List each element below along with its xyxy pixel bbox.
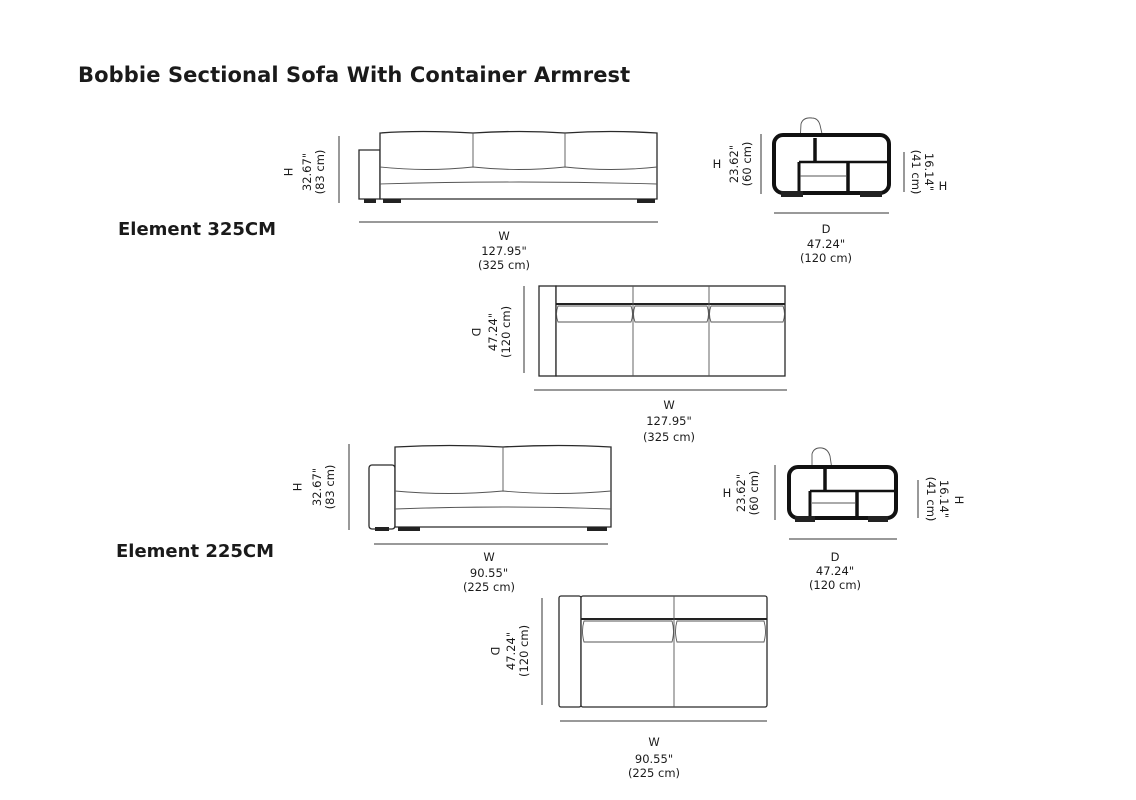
- width-inches: 90.55": [635, 752, 673, 766]
- height-cm: (60 cm): [740, 142, 754, 187]
- width-letter: W: [663, 398, 674, 412]
- depth-cm: (120 cm): [800, 251, 852, 265]
- height-letter: H: [723, 486, 732, 500]
- top-view-325: D 47.24" (120 cm) W 127.95" (325 cm): [469, 285, 787, 444]
- back-cushion: [709, 305, 785, 323]
- height-cm: (60 cm): [747, 471, 761, 516]
- depth-letter: D: [831, 550, 840, 564]
- width-cm: (325 cm): [478, 258, 530, 272]
- width-letter: W: [498, 229, 509, 243]
- depth-inches: 47.24": [504, 632, 518, 670]
- sofa-body-front: [379, 130, 658, 200]
- depth-inches: 47.24": [816, 564, 854, 578]
- width-cm: (325 cm): [643, 430, 695, 444]
- foot: [587, 527, 607, 531]
- armrest-top: [538, 285, 557, 377]
- depth-inches: 47.24": [807, 237, 845, 251]
- foot: [868, 516, 888, 522]
- armrest-front: [358, 149, 381, 200]
- base-line: [379, 181, 658, 185]
- width-cm: (225 cm): [463, 580, 515, 594]
- side-view-225: H 23.62" (60 cm) 16.14" (41 cm) H D 47.2…: [723, 447, 966, 592]
- foot: [375, 527, 389, 531]
- height-cm: (83 cm): [313, 150, 327, 195]
- depth-letter: D: [488, 647, 502, 656]
- page-title: Bobbie Sectional Sofa With Container Arm…: [78, 63, 631, 87]
- top-view-225: D 47.24" (120 cm) W 90.55" (225 cm): [488, 595, 768, 780]
- seat-height-cm: (41 cm): [909, 150, 923, 195]
- depth-cm: (120 cm): [499, 306, 513, 358]
- foot: [364, 199, 376, 203]
- back-cushion: [675, 620, 766, 643]
- sofa-body-top: [555, 285, 786, 377]
- depth-letter: D: [822, 222, 831, 236]
- width-cm: (225 cm): [628, 766, 680, 780]
- seat-height-inches: 16.14": [937, 480, 951, 518]
- seat-height-letter: H: [952, 496, 966, 505]
- foot: [860, 191, 882, 197]
- depth-cm: (120 cm): [809, 578, 861, 592]
- foot: [383, 199, 401, 203]
- armrest-front: [368, 464, 396, 530]
- section-label-225: Element 225CM: [116, 541, 275, 562]
- container-armrest: [772, 133, 891, 195]
- width-inches: 127.95": [646, 414, 692, 428]
- foot: [781, 191, 803, 197]
- depth-inches: 47.24": [486, 313, 500, 351]
- depth-letter: D: [469, 328, 483, 337]
- height-inches: 23.62": [734, 474, 748, 512]
- height-cm: (83 cm): [323, 465, 337, 510]
- front-view-225: H 32.67" (83 cm) W 90.55" (225 cm): [290, 444, 612, 594]
- back-cushion: [633, 305, 709, 323]
- foot: [398, 527, 420, 531]
- backrest-outline: [798, 117, 829, 163]
- width-letter: W: [483, 550, 494, 564]
- height-inches: 32.67": [310, 468, 324, 506]
- seat-height-letter: H: [939, 179, 948, 193]
- front-view-325: H 32.67" (83 cm) W 127.95" (325 cm): [281, 130, 658, 272]
- width-letter: W: [648, 735, 659, 749]
- back-cushion: [556, 305, 633, 323]
- seat-height-inches: 16.14": [922, 153, 936, 191]
- backrest-outline: [811, 447, 836, 491]
- height-letter: H: [713, 157, 722, 171]
- height-letter: H: [281, 168, 295, 177]
- height-letter: H: [290, 483, 304, 492]
- height-inches: 32.67": [300, 153, 314, 191]
- container-armrest: [787, 465, 898, 520]
- depth-cm: (120 cm): [517, 625, 531, 677]
- width-inches: 127.95": [481, 244, 527, 258]
- base-line: [394, 506, 612, 510]
- height-inches: 23.62": [727, 145, 741, 183]
- foot: [795, 516, 815, 522]
- back-cushion: [582, 620, 674, 643]
- foot: [637, 199, 655, 203]
- armrest-top: [558, 595, 582, 708]
- width-inches: 90.55": [470, 566, 508, 580]
- seat-line: [379, 166, 658, 170]
- side-view-325: H 23.62" (60 cm) 16.14" (41 cm) H D 47.2…: [713, 117, 948, 265]
- seat-height-cm: (41 cm): [924, 477, 938, 522]
- section-label-325: Element 325CM: [118, 219, 277, 240]
